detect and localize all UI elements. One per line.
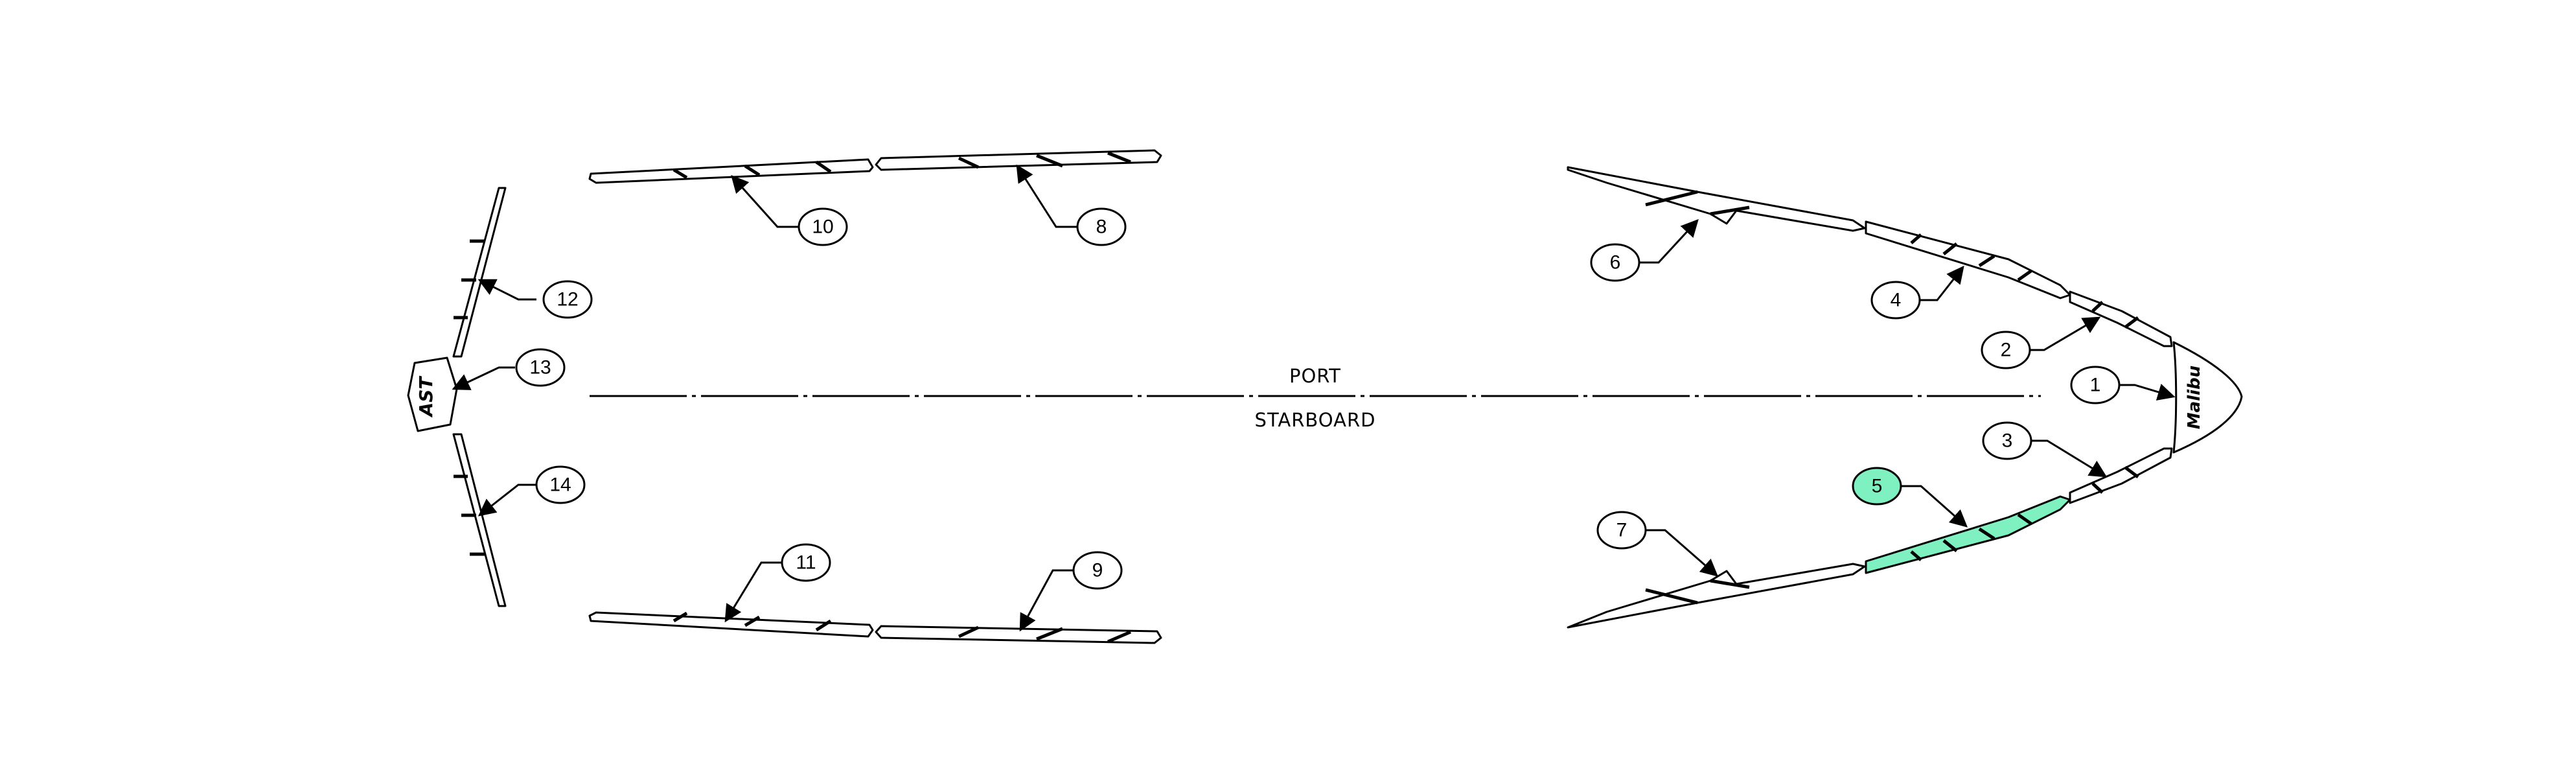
transom-logo-text: AST (415, 376, 437, 418)
callout-14[interactable]: 14 (535, 465, 586, 504)
transom-logo-plate-part-13[interactable]: AST (407, 356, 458, 432)
starboard-bow-decal-part-5-highlighted[interactable] (1865, 495, 2071, 574)
callout-6-number: 6 (1610, 252, 1621, 274)
callout-7-number: 7 (1616, 520, 1627, 541)
callout-3[interactable]: 3 (1982, 421, 2032, 460)
port-bow-decal-part-4[interactable] (1865, 220, 2071, 299)
callout-2-number: 2 (2001, 340, 2012, 361)
callout-11-number: 11 (796, 552, 816, 574)
callout-4-number: 4 (1891, 290, 1902, 311)
starboard-label: STARBOARD (1255, 409, 1376, 431)
transom-lower-decal-part-14[interactable] (452, 433, 507, 607)
starboard-bow-decal-part-7[interactable] (1567, 563, 1866, 629)
callout-8[interactable]: 8 (1076, 207, 1127, 246)
callout-2[interactable]: 2 (1981, 331, 2031, 369)
callout-6[interactable]: 6 (1590, 243, 1640, 282)
callout-11[interactable]: 11 (781, 543, 831, 582)
callout-12[interactable]: 12 (542, 280, 593, 319)
leader-lines (452, 164, 2176, 632)
callout-1[interactable]: 1 (2070, 366, 2121, 404)
callout-10[interactable]: 10 (798, 207, 848, 246)
port-label: PORT (1289, 365, 1341, 387)
starboard-bow-decal-part-3[interactable] (2069, 447, 2173, 504)
port-aft-stripe-part-10[interactable] (588, 158, 874, 184)
callout-13[interactable]: 13 (515, 348, 566, 387)
callout-8-number: 8 (1096, 216, 1107, 238)
starboard-forward-stripe-part-9[interactable] (875, 625, 1162, 644)
callout-5-highlighted[interactable]: 5 (1852, 467, 1902, 506)
callout-10-number: 10 (812, 216, 833, 238)
callout-9[interactable]: 9 (1072, 551, 1123, 590)
callout-5-number: 5 (1872, 476, 1883, 497)
callout-12-number: 12 (557, 289, 578, 310)
callout-13-number: 13 (529, 357, 551, 379)
callout-9-number: 9 (1092, 560, 1103, 581)
transom-upper-decal-part-12[interactable] (452, 187, 507, 358)
callout-7[interactable]: 7 (1596, 511, 1647, 550)
port-forward-stripe-part-8[interactable] (875, 149, 1162, 171)
port-bow-decal-part-2[interactable] (2069, 290, 2173, 347)
callout-14-number: 14 (549, 474, 571, 496)
callout-4[interactable]: 4 (1870, 281, 1921, 320)
port-bow-decal-part-6[interactable] (1567, 166, 1866, 232)
bow-logo-plate-part-1[interactable]: Malibu (2172, 341, 2243, 454)
starboard-aft-stripe-part-11[interactable] (588, 611, 874, 638)
callout-3-number: 3 (2002, 430, 2013, 452)
bow-logo-text: Malibu (2185, 366, 2204, 429)
callout-1-number: 1 (2090, 375, 2101, 396)
